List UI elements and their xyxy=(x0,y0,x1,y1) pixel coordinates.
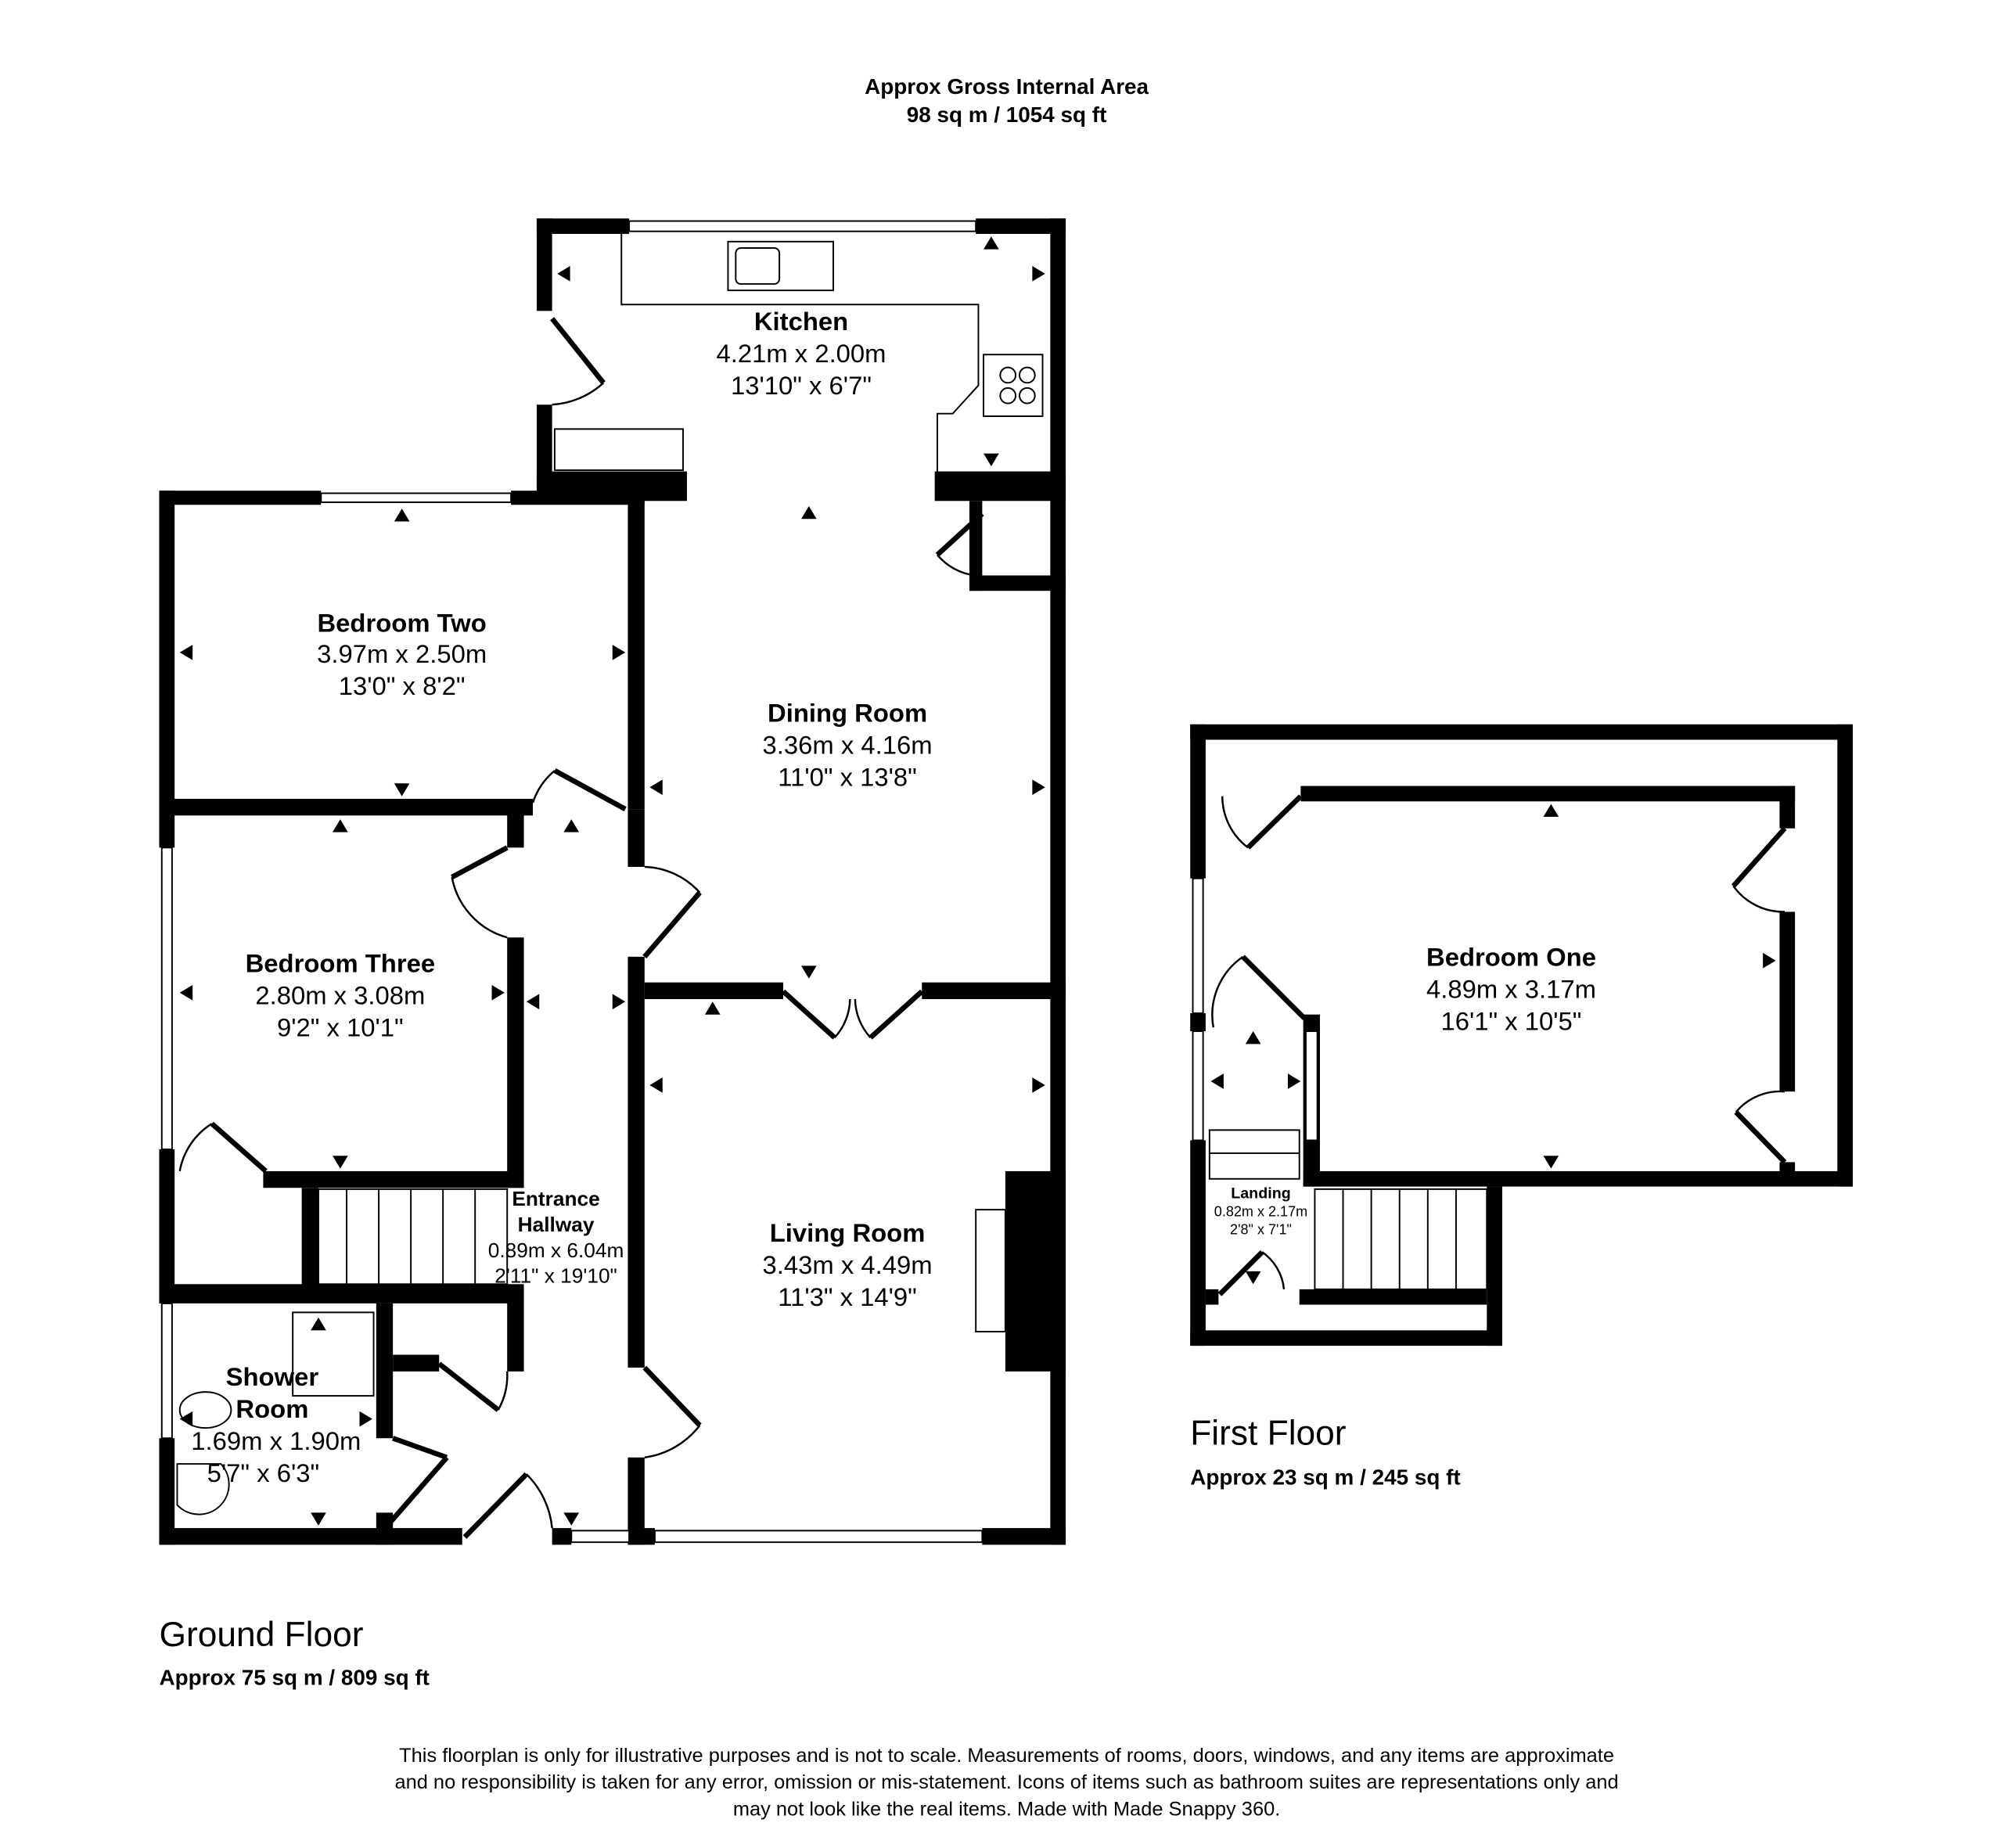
disclaimer-line: may not look like the real items. Made w… xyxy=(733,1799,1280,1821)
room-landing: Landing 0.82m x 2.17m 2'8" x 7'1" xyxy=(1214,1185,1307,1237)
room-metric: 3.43m x 4.49m xyxy=(763,1250,933,1279)
room-name: Hallway xyxy=(518,1213,595,1236)
room-imperial: 16'1" x 10'5" xyxy=(1441,1006,1582,1035)
room-imperial: 13'0" x 8'2" xyxy=(339,671,466,700)
room-kitchen: Kitchen 4.21m x 2.00m 13'10" x 6'7" xyxy=(716,307,886,400)
header-area: 98 sq m / 1054 sq ft xyxy=(907,102,1107,127)
room-metric: 1.69m x 1.90m xyxy=(191,1426,361,1455)
room-imperial: 5'7" x 6'3" xyxy=(207,1458,319,1487)
room-metric: 3.36m x 4.16m xyxy=(763,731,933,760)
room-living: Living Room 3.43m x 4.49m 11'3" x 14'9" xyxy=(763,1218,933,1311)
room-name: Room xyxy=(236,1394,308,1423)
room-name: Landing xyxy=(1231,1185,1291,1202)
room-imperial: 13'10" x 6'7" xyxy=(731,371,872,400)
room-name: Living Room xyxy=(770,1218,926,1247)
room-metric: 0.89m x 6.04m xyxy=(488,1239,624,1262)
room-imperial: 11'3" x 14'9" xyxy=(778,1282,917,1311)
room-name: Entrance xyxy=(512,1187,599,1210)
header-title: Approx Gross Internal Area xyxy=(865,74,1149,99)
disclaimer-line: This floorplan is only for illustrative … xyxy=(399,1745,1614,1767)
ground-floor-area: Approx 75 sq m / 809 sq ft xyxy=(159,1665,429,1689)
room-name: Shower xyxy=(226,1362,319,1391)
room-imperial: 11'0" x 13'8" xyxy=(778,763,917,792)
room-imperial: 2'11" x 19'10" xyxy=(494,1264,617,1288)
room-name: Kitchen xyxy=(754,307,848,336)
room-metric: 2.80m x 3.08m xyxy=(255,981,425,1010)
room-name: Bedroom Three xyxy=(246,949,436,978)
first-floor-arrows xyxy=(1210,804,1776,1285)
room-metric: 4.89m x 3.17m xyxy=(1426,974,1596,1003)
staircase xyxy=(317,1188,509,1285)
room-metric: 0.82m x 2.17m xyxy=(1214,1203,1307,1219)
room-dining: Dining Room 3.36m x 4.16m 11'0" x 13'8" xyxy=(763,699,933,792)
first-floor-area: Approx 23 sq m / 245 sq ft xyxy=(1190,1465,1460,1489)
first-floor-walls xyxy=(1190,724,1853,1346)
room-bedroom-three: Bedroom Three 2.80m x 3.08m 9'2" x 10'1" xyxy=(246,949,436,1042)
room-shower: Shower Room 1.69m x 1.90m 5'7" x 6'3" xyxy=(191,1362,361,1487)
ground-floor-label: Ground Floor xyxy=(159,1616,363,1654)
room-metric: 4.21m x 2.00m xyxy=(716,339,886,368)
first-floor-label: First Floor xyxy=(1190,1414,1347,1452)
room-bedroom-two: Bedroom Two 3.97m x 2.50m 13'0" x 8'2" xyxy=(317,609,487,700)
dimension-arrows xyxy=(179,236,1045,1526)
room-hallway: Entrance Hallway 0.89m x 6.04m 2'11" x 1… xyxy=(488,1187,624,1287)
room-name: Bedroom Two xyxy=(317,609,486,638)
room-imperial: 9'2" x 10'1" xyxy=(277,1013,404,1042)
room-metric: 3.97m x 2.50m xyxy=(317,639,487,668)
room-bedroom-one: Bedroom One 4.89m x 3.17m 16'1" x 10'5" xyxy=(1426,942,1596,1035)
ground-floor-walls xyxy=(159,218,1066,1545)
room-name: Bedroom One xyxy=(1426,942,1596,971)
room-name: Dining Room xyxy=(768,699,927,728)
disclaimer-line: and no responsibility is taken for any e… xyxy=(394,1771,1618,1793)
room-imperial: 2'8" x 7'1" xyxy=(1230,1221,1292,1237)
doors xyxy=(178,317,984,1539)
